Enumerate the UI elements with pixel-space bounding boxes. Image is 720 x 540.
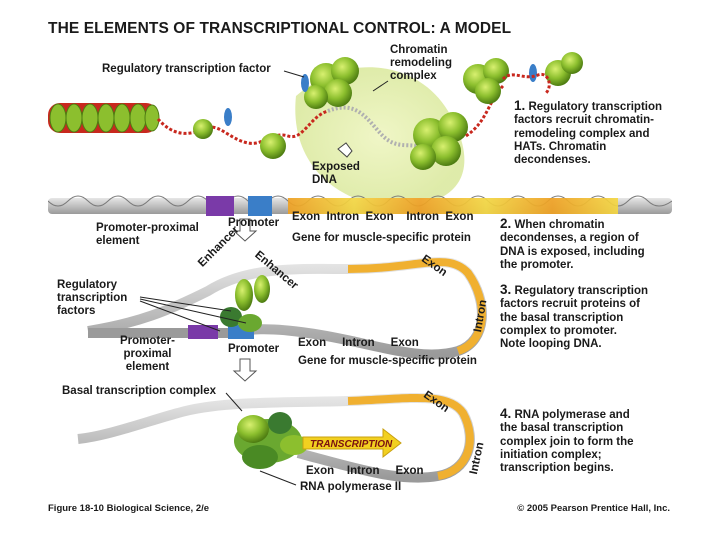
label-basal-complex: Basal transcription complex <box>62 385 217 397</box>
label-transcription: TRANSCRIPTION <box>310 439 393 450</box>
step-3: 3. Regulatory transcription factors recr… <box>500 282 649 351</box>
gene-region-2 <box>288 198 618 214</box>
gene-loop-4 <box>347 393 474 480</box>
leader-regtf <box>283 70 305 78</box>
nucleosome-cluster-remodeled <box>410 112 468 170</box>
regulatory-tf-shape <box>224 108 232 126</box>
leader-basal <box>225 392 243 412</box>
exposed-dna-hand <box>337 142 353 158</box>
nucleosome-cluster <box>301 57 359 109</box>
step-4: 4. RNA polymerase and the basal transcri… <box>500 406 634 475</box>
label-promoter: Promoter <box>228 217 280 229</box>
regulatory-tf-complex-3 <box>220 275 270 332</box>
leader-chromatin <box>372 80 389 92</box>
label-promoter-proximal-element-3: Promoter- proximal element <box>120 335 175 373</box>
down-arrow-1 <box>232 218 258 242</box>
transcription-arrow <box>302 427 402 459</box>
label-regulatory-tf: Regulatory transcription factor <box>102 63 271 75</box>
diagram-art <box>48 52 672 486</box>
leader-rnapol <box>259 470 297 486</box>
promoter-proximal-element-3 <box>188 325 218 339</box>
diagram-canvas: Regulatory transcription factor Chromati… <box>48 41 672 494</box>
down-arrow-2 <box>232 358 258 382</box>
promoter-dna <box>248 196 272 216</box>
label-rna-polymerase: RNA polymerase II <box>300 481 402 493</box>
nucleosome <box>260 133 286 159</box>
label-promoter-3: Promoter <box>228 343 280 355</box>
condensed-chromatin <box>48 103 160 133</box>
promoter-proximal-element-dna <box>206 196 234 216</box>
label-gene-name: Gene for muscle-specific protein <box>292 232 471 244</box>
initiation-complex-4 <box>234 412 308 469</box>
nucleosome <box>193 119 213 139</box>
leader-rtf-2 <box>139 298 247 324</box>
label-promoter-proximal-element: Promoter-proximal element <box>96 222 199 247</box>
label-exposed-dna: Exposed DNA <box>312 161 360 186</box>
leader-rtf-3 <box>139 300 221 332</box>
linker-dna-1 <box>156 109 329 145</box>
copyright: © 2005 Pearson Prentice Hall, Inc. <box>517 503 670 514</box>
nucleosome-cluster-right <box>463 52 583 104</box>
gene-loop-3 <box>347 258 486 355</box>
linker-dna-2 <box>327 105 425 151</box>
label-gene-row-3: Exon Intron Exon <box>298 337 419 349</box>
label-gene-name-3: Gene for muscle-specific protein <box>298 355 477 367</box>
leader-rtf-1 <box>139 296 232 312</box>
linker-dna-4 <box>501 72 551 95</box>
figure-title: THE ELEMENTS OF TRANSCRIPTIONAL CONTROL:… <box>48 20 512 37</box>
label-chromatin-remodeling: Chromatin remodeling complex <box>390 44 452 82</box>
figure-caption: Figure 18-10 Biological Science, 2/e <box>48 503 210 514</box>
label-gene-row-4: Exon Intron Exon <box>306 465 424 477</box>
label-regulatory-tfs: Regulatory transcription factors <box>57 279 128 317</box>
step-2: 2. When chromatin decondenses, a region … <box>500 216 645 271</box>
step-1: 1. Regulatory transcription factors recr… <box>514 98 663 167</box>
label-gene-row: Exon Intron Exon Intron Exon <box>292 211 474 223</box>
